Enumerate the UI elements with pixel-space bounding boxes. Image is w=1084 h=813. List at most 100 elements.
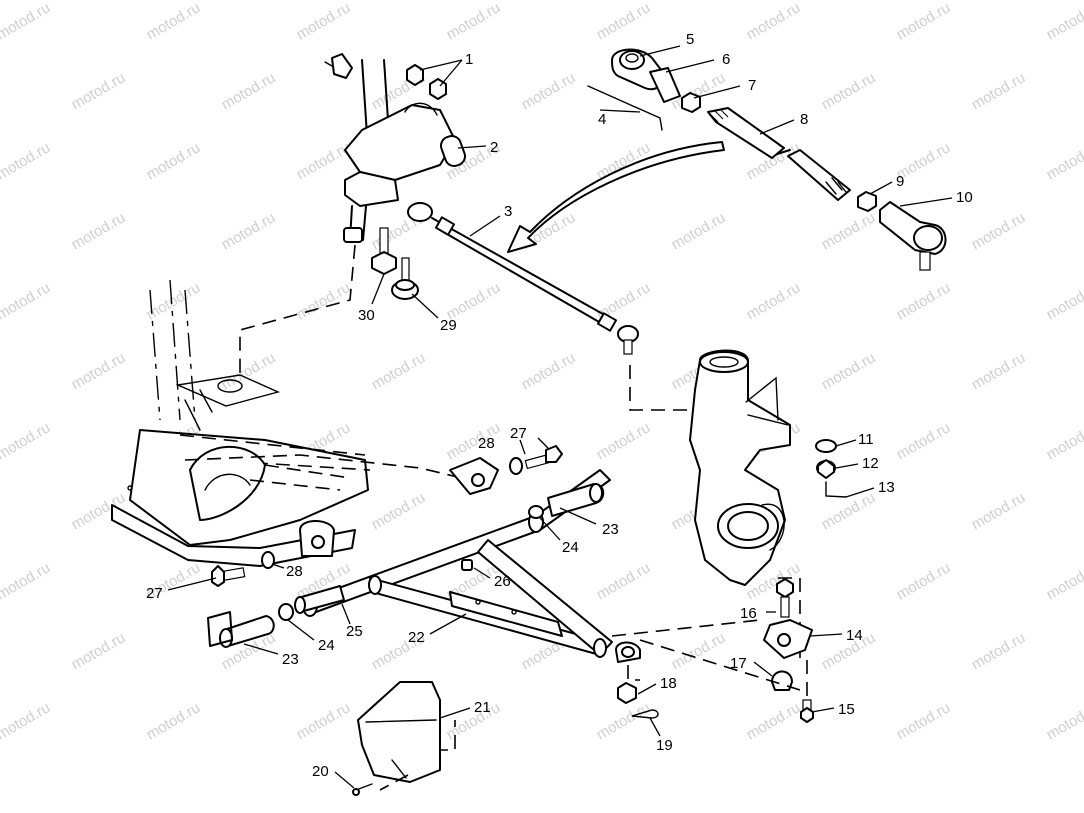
callout-20: 20: [312, 763, 329, 780]
watermark-text: motod.ru: [594, 559, 654, 603]
watermark-text: motod.ru: [519, 69, 579, 113]
callout-14: 14: [846, 627, 863, 644]
watermark-text: motod.ru: [144, 699, 204, 743]
watermark-text: motod.ru: [219, 69, 279, 113]
watermark-text: motod.ru: [69, 209, 129, 253]
watermark-text: motod.ru: [144, 139, 204, 183]
watermark-text: motod.ru: [819, 349, 879, 393]
callout-29: 29: [440, 317, 457, 334]
watermark-text: motod.ru: [369, 349, 429, 393]
callout-30: 30: [358, 307, 375, 324]
watermark-text: motod.ru: [0, 139, 53, 183]
callout-18: 18: [660, 675, 677, 692]
tie-rod-3: [407, 202, 690, 411]
steering-post: [239, 53, 466, 375]
callout-2: 2: [490, 139, 498, 156]
bolt-30: [371, 227, 397, 275]
watermark-text: motod.ru: [744, 699, 804, 743]
callout-1: 1: [465, 51, 473, 68]
watermark-text: motod.ru: [1044, 279, 1084, 323]
watermark-text: motod.ru: [744, 0, 804, 43]
callout-13: 13: [878, 479, 895, 496]
watermark-text: motod.ru: [894, 279, 954, 323]
watermark-text: motod.ru: [69, 349, 129, 393]
callout-4: 4: [598, 111, 606, 128]
watermark-text: motod.ru: [219, 349, 279, 393]
chassis: [111, 279, 471, 567]
watermark-text: motod.ru: [519, 349, 579, 393]
watermark-text: motod.ru: [219, 209, 279, 253]
watermark-text: motod.ru: [294, 139, 354, 183]
callout-22: 22: [408, 629, 425, 646]
watermark-text: motod.ru: [144, 279, 204, 323]
nut-18-pin-19: [617, 682, 659, 719]
upper-bushing: [528, 483, 605, 519]
watermark-text: motod.ru: [0, 419, 53, 463]
callout-10: 10: [956, 189, 973, 206]
watermark-text: motod.ru: [744, 279, 804, 323]
callout-15: 15: [838, 701, 855, 718]
watermark-text: motod.ru: [369, 489, 429, 533]
watermark-text: motod.ru: [894, 699, 954, 743]
watermark-text: motod.ru: [1044, 419, 1084, 463]
callout-12: 12: [862, 455, 879, 472]
watermark-text: motod.ru: [969, 629, 1029, 673]
watermark-text: motod.ru: [594, 699, 654, 743]
watermark-text: motod.ru: [969, 209, 1029, 253]
watermark-text: motod.ru: [294, 279, 354, 323]
watermark-text: motod.ru: [1044, 559, 1084, 603]
callout-24b: 24: [318, 637, 335, 654]
callout-27b: 27: [146, 585, 163, 602]
watermark-text: motod.ru: [69, 69, 129, 113]
callout-24a: 24: [562, 539, 579, 556]
watermark-text: motod.ru: [969, 489, 1029, 533]
pivot-shaft-25: [294, 585, 345, 614]
watermark-text: motod.ru: [1044, 699, 1084, 743]
upper-mount-hardware: [449, 445, 563, 495]
watermark-text: motod.ru: [0, 279, 53, 323]
lower-mount-hardware: [211, 551, 275, 587]
watermark-text: motod.ru: [444, 0, 504, 43]
watermark-text: motod.ru: [1044, 139, 1084, 183]
watermark-text: motod.ru: [669, 209, 729, 253]
callout-23b: 23: [282, 651, 299, 668]
callout-27a: 27: [510, 425, 527, 442]
watermark-text: motod.ru: [294, 699, 354, 743]
watermark-text: motod.ru: [0, 0, 53, 43]
watermark-text: motod.ru: [69, 629, 129, 673]
callout-9: 9: [896, 173, 904, 190]
callout-11: 11: [858, 431, 874, 448]
watermark-text: motod.ru: [1044, 0, 1084, 43]
watermark-text: motod.ru: [819, 209, 879, 253]
watermark-text: motod.ru: [594, 419, 654, 463]
steering-arm-parts: [763, 578, 814, 723]
watermark-text: motod.ru: [0, 559, 53, 603]
watermark-text: motod.ru: [969, 349, 1029, 393]
watermark-text: motod.ru: [0, 699, 53, 743]
callout-5: 5: [686, 31, 694, 48]
callout-26: 26: [494, 573, 511, 590]
assembly-arrow: [507, 141, 725, 253]
bolt-29: [391, 257, 419, 300]
callout-21: 21: [474, 699, 491, 716]
watermark-text: motod.ru: [969, 69, 1029, 113]
callout-7: 7: [748, 77, 756, 94]
watermark-text: motod.ru: [294, 0, 354, 43]
leader-lines: [167, 45, 953, 789]
watermark-text: motod.ru: [894, 419, 954, 463]
hardware-11-13: [815, 439, 847, 498]
callout-19: 19: [656, 737, 673, 754]
callout-25: 25: [346, 623, 363, 640]
callout-8: 8: [800, 111, 808, 128]
guard-21: [352, 681, 456, 796]
callout-3: 3: [504, 203, 512, 220]
steering-spindle: [689, 349, 801, 660]
callout-16: 16: [740, 605, 757, 622]
callout-labels: 1 2 3 4 5 6 7 8 9 10 11 12 13 14 15 16 1…: [146, 31, 973, 780]
watermark-text: motod.ru: [894, 559, 954, 603]
callout-23a: 23: [602, 521, 619, 538]
callout-17: 17: [730, 655, 747, 672]
watermark-text: motod.ru: [894, 0, 954, 43]
callout-6: 6: [722, 51, 730, 68]
